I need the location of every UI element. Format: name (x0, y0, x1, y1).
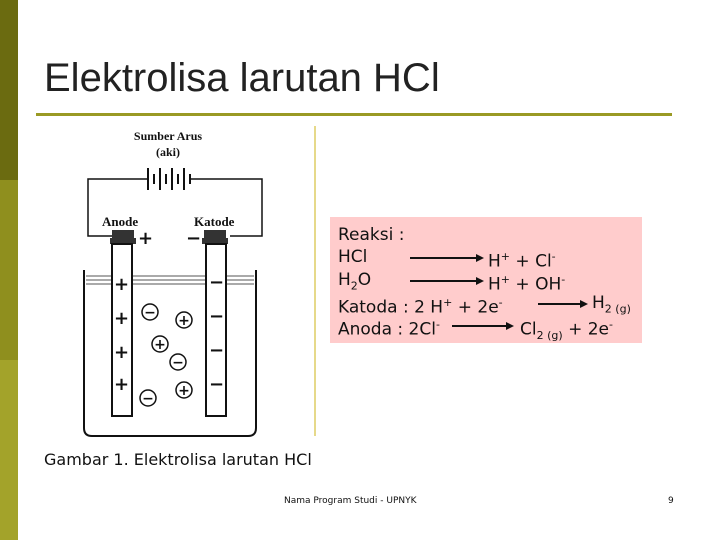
electron-3-charge: - (498, 296, 503, 309)
cathode-charge-4: − (209, 374, 224, 395)
sidebar-band-top (0, 0, 18, 180)
ion-h-charge: + (500, 250, 511, 263)
reaction-row3-left: Katoda : 2 H+ + 2e- (338, 293, 503, 318)
cathode-charge-2: − (209, 306, 224, 327)
cathode-electrode (205, 243, 227, 417)
reaction-row4-left: Anoda : 2Cl- (338, 315, 440, 340)
cl2-gas-sub: 2 (g) (536, 329, 563, 343)
reaction-row3-arrow (538, 300, 588, 308)
cathode-sign: − (186, 228, 201, 249)
anoda-text: Anoda : 2Cl (338, 319, 436, 340)
h2-gas-sub: 2 (g) (604, 302, 631, 316)
ions (139, 303, 193, 407)
reaction-row2-right: H+ + OH- (488, 270, 565, 295)
ion-positive-3-sign: + (178, 383, 190, 399)
reaction-row1-arrow (410, 254, 484, 262)
figure-caption: Gambar 1. Elektrolisa larutan HCl (44, 450, 312, 469)
electron-4-charge: - (609, 318, 613, 331)
water-o: O (357, 270, 372, 290)
cl2-gas: Cl (520, 319, 537, 340)
divider-line (314, 126, 316, 436)
anode-sign: + (138, 228, 153, 249)
reaction-row1-right: H+ + Cl- (488, 247, 556, 272)
water-h: H (338, 270, 351, 290)
ion-negative-2-sign: − (172, 355, 184, 371)
reaction-box: Reaksi : HCl H+ + Cl- H2O H+ + OH- Katod… (330, 217, 642, 343)
ion-cl-label: Cl (535, 251, 552, 272)
anode-charge-3: + (114, 342, 129, 363)
electron-3: 2e (477, 297, 499, 318)
ion-cl-charge: - (551, 250, 556, 263)
footer-text: Nama Program Studi - UPNYK (284, 496, 417, 506)
ion-positive-2-sign: + (154, 337, 166, 353)
plus-sign-2: + (515, 274, 530, 295)
sidebar-band-middle (0, 180, 18, 360)
electrolysis-diagram: Sumber Arus (aki) Anode Katode + − + + +… (83, 129, 263, 437)
water-sub: 2 (350, 279, 358, 293)
ion-positive-1 (175, 311, 193, 329)
source-label-line1: Sumber Arus (134, 129, 202, 143)
ion-h2-label: H (488, 274, 501, 295)
reaction-row2-arrow (410, 277, 484, 285)
ion-oh-label: OH (535, 274, 562, 295)
reaction-row4-arrow (452, 322, 514, 330)
ion-h-label: H (488, 251, 501, 272)
reaction-heading: Reaksi : (338, 225, 405, 245)
katoda-charge: + (443, 296, 453, 309)
ion-negative-3 (139, 389, 157, 407)
ion-positive-2 (151, 335, 169, 353)
source-label-line2: (aki) (156, 145, 180, 159)
reaction-row3-product: H2 (g) (592, 293, 631, 319)
battery-symbol (147, 168, 191, 190)
katoda-text: Katoda : 2 H (338, 297, 444, 318)
ion-negative-2 (169, 353, 187, 371)
anoda-charge: - (435, 318, 440, 331)
electron-4: 2e (587, 319, 609, 340)
circuit-wire (87, 178, 263, 237)
reaction-row2-left: H2O (338, 270, 371, 296)
ion-negative-1 (141, 303, 159, 321)
slide-title: Elektrolisa larutan HCl (44, 56, 440, 100)
ion-negative-3-sign: − (142, 391, 154, 407)
plus-sign-4: + (568, 319, 583, 340)
h2-gas: H (592, 293, 605, 313)
cathode-charge-3: − (209, 340, 224, 361)
anode-charge-1: + (114, 274, 129, 295)
anode-label: Anode (102, 214, 138, 229)
sidebar-band-bottom (0, 360, 18, 540)
ion-positive-1-sign: + (178, 313, 190, 329)
ion-h2-charge: + (500, 273, 511, 286)
ion-negative-1-sign: − (144, 305, 156, 321)
page-number: 9 (668, 496, 674, 506)
ion-positive-3 (175, 381, 193, 399)
anode-charge-4: + (114, 374, 129, 395)
anode-electrode (111, 243, 133, 417)
plus-sign: + (515, 251, 530, 272)
cathode-label: Katode (194, 214, 235, 229)
electrode-clamps (110, 230, 228, 244)
cathode-charge-1: − (209, 272, 224, 293)
reaction-row1-left: HCl (338, 247, 368, 267)
anode-charge-2: + (114, 308, 129, 329)
beaker (83, 270, 257, 437)
plus-sign-3: + (457, 297, 472, 318)
reaction-row4-product: Cl2 (g) + 2e- (520, 315, 613, 346)
title-underline (36, 113, 672, 116)
ion-oh-charge: - (561, 273, 566, 286)
